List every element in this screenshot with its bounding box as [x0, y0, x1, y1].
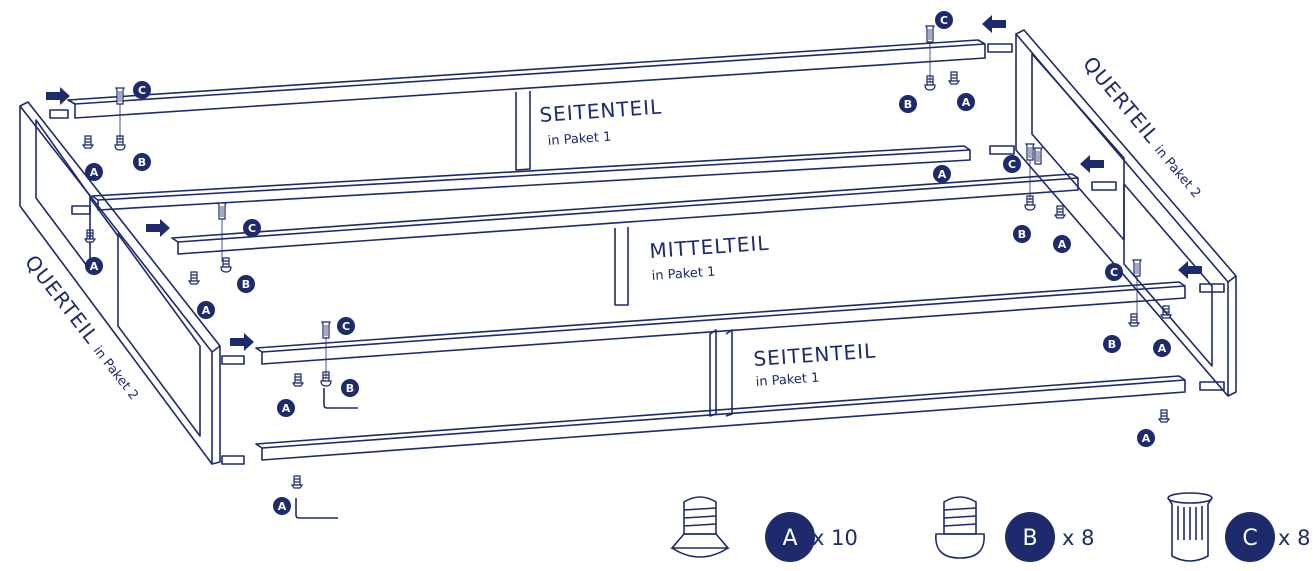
legend-a-letter: A: [782, 526, 797, 551]
front-side-panel: [255, 281, 1186, 461]
arrow-left-icon: [1080, 155, 1104, 173]
right-cross-frame-title: QUERTEIL: [1078, 52, 1164, 148]
round-head-screw-icon: [935, 496, 985, 559]
hardware-marker-letter: C: [248, 222, 256, 235]
hardware-pieces: [82, 25, 1172, 489]
hardware-marker-c: C: [133, 81, 151, 99]
hardware-marker-letter: A: [1142, 432, 1151, 445]
legend-b-letter: B: [1022, 526, 1037, 551]
hardware-marker-letter: C: [1110, 266, 1118, 279]
hardware-marker-letter: A: [282, 402, 291, 415]
hardware-marker-letter: A: [202, 304, 211, 317]
hardware-marker-c: C: [1105, 263, 1123, 281]
hardware-marker-c: C: [1003, 155, 1021, 173]
hardware-marker-a: A: [957, 93, 975, 111]
hardware-marker-letter: C: [1008, 158, 1016, 171]
hardware-marker-letter: B: [242, 278, 250, 291]
allen-key: [295, 498, 338, 519]
hardware-marker-letter: B: [138, 156, 146, 169]
hardware-marker-a: A: [1153, 339, 1171, 357]
hardware-marker-letter: C: [138, 84, 146, 97]
arrow-left-icon: [982, 15, 1006, 33]
hardware-marker-a: A: [197, 301, 215, 319]
hardware-marker-letter: A: [962, 96, 971, 109]
right-cross-frame: [987, 29, 1237, 397]
hardware-marker-letter: A: [90, 166, 99, 179]
hardware-marker-letter: A: [1158, 342, 1167, 355]
back-side-panel-title: SEITENTEIL: [539, 94, 663, 127]
hardware-marker-letter: C: [940, 14, 948, 27]
threaded-insert-icon: [1167, 492, 1213, 562]
right-cross-frame-package: in Paket 2: [1151, 143, 1203, 202]
middle-panel-title: MITTELTEIL: [649, 231, 771, 263]
hardware-marker-a: A: [1053, 235, 1071, 253]
hardware-marker-letter: C: [342, 320, 350, 333]
hardware-marker-b: B: [1013, 225, 1031, 243]
hardware-marker-a: A: [1137, 429, 1155, 447]
arrow-right-icon: [230, 333, 254, 351]
hardware-marker-c: C: [935, 11, 953, 29]
front-side-panel-package: in Paket 1: [755, 371, 820, 390]
middle-panel: [171, 173, 1079, 306]
arrow-right-icon: [146, 219, 170, 237]
hardware-marker-letter: A: [278, 500, 287, 513]
left-cross-frame: [19, 101, 245, 465]
arrow-right-icon: [46, 87, 70, 105]
hardware-marker-letter: B: [1108, 338, 1116, 351]
arrow-left-icon: [1178, 261, 1202, 279]
hardware-marker-a: A: [85, 257, 103, 275]
hardware-marker-letter: A: [938, 168, 947, 181]
hardware-marker-letter: A: [1058, 238, 1067, 251]
hardware-marker-b: B: [1103, 335, 1121, 353]
hardware-marker-letter: B: [346, 382, 354, 395]
legend-c-letter: C: [1242, 526, 1257, 551]
hardware-markers: C A B A C A B C A B A C B A A C B A C B A A: [85, 11, 1171, 515]
hardware-marker-a: A: [933, 165, 951, 183]
hardware-legend: A x 10 B x 8 C x 8: [670, 492, 1310, 562]
hardware-marker-c: C: [243, 219, 261, 237]
hardware-marker-a: A: [85, 163, 103, 181]
hardware-marker-c: C: [337, 317, 355, 335]
middle-panel-package: in Paket 1: [651, 265, 716, 284]
hardware-marker-b: B: [899, 95, 917, 113]
back-side-panel-package: in Paket 1: [547, 130, 612, 149]
legend-c-count: x 8: [1278, 526, 1310, 550]
allen-key: [323, 388, 358, 409]
hardware-marker-b: B: [133, 153, 151, 171]
hardware-marker-a: A: [273, 497, 291, 515]
legend-a-count: x 10: [812, 526, 858, 550]
hardware-marker-letter: A: [90, 260, 99, 273]
hardware-marker-letter: B: [904, 98, 912, 111]
hardware-marker-b: B: [237, 275, 255, 293]
countersunk-screw-icon: [670, 496, 730, 558]
hardware-marker-b: B: [341, 379, 359, 397]
hardware-marker-a: A: [277, 399, 295, 417]
legend-b-count: x 8: [1062, 526, 1094, 550]
front-side-panel-title: SEITENTEIL: [753, 338, 877, 371]
back-side-panel: [67, 39, 986, 211]
left-cross-frame-package: in Paket 2: [90, 343, 141, 402]
hardware-marker-letter: B: [1018, 228, 1026, 241]
